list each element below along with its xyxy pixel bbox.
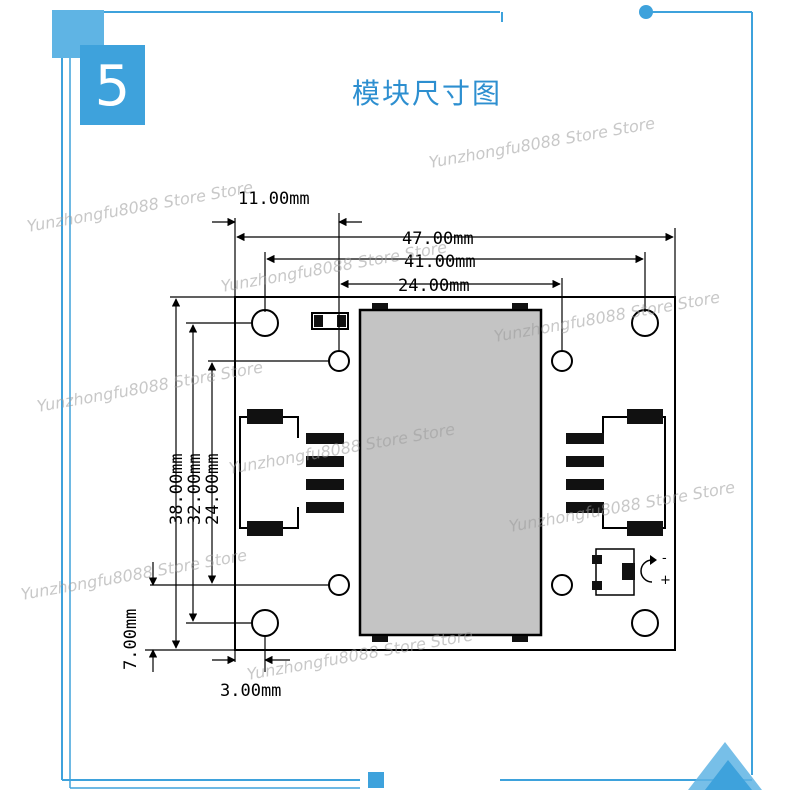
step-number: 5 [94, 54, 131, 119]
left-connector-pin [306, 433, 344, 444]
smd-pad-right [337, 315, 346, 327]
mount-hole-bottom-right [631, 609, 659, 637]
dim-board-width: 47.00mm [402, 229, 474, 249]
watermark: Yunzhongfu8088 Store Store [25, 177, 254, 236]
chip-tab [372, 636, 388, 642]
polarity-minus: - [662, 551, 667, 566]
left-connector-pin [306, 456, 344, 467]
step-badge [80, 45, 145, 125]
left-connector-outline [283, 416, 299, 438]
chip-tab [512, 636, 528, 642]
chip-tab [372, 303, 388, 309]
right-connector-pin [566, 479, 604, 490]
capacitor-body [622, 563, 635, 580]
pin-hole-top-left [328, 350, 350, 372]
left-connector-anchor-pad [247, 409, 283, 424]
watermark: Yunzhongfu8088 Store Store [19, 545, 248, 604]
left-connector-pin [306, 502, 344, 513]
left-connector-pin [306, 479, 344, 490]
dim-hole-span-y-inner: 24.00mm [203, 453, 223, 525]
central-chip [358, 308, 543, 637]
mount-hole-bottom-left [251, 609, 279, 637]
capacitor-pad [592, 581, 602, 590]
dim-edge-offset-x: 3.00mm [220, 681, 281, 701]
page-title: 模块尺寸图 [352, 77, 503, 110]
right-connector-anchor-pad [627, 409, 663, 424]
dim-hole-span-outer: 41.00mm [404, 252, 476, 272]
dim-hole-span-inner: 24.00mm [398, 276, 470, 296]
dim-hole-span-y-outer: 32.00mm [185, 453, 205, 525]
right-connector-pin [566, 433, 604, 444]
right-connector-pin [566, 456, 604, 467]
left-connector-outline [283, 507, 299, 529]
right-connector-outline [602, 507, 627, 529]
right-connector-pin [566, 502, 604, 513]
dim-board-height: 38.00mm [167, 453, 187, 525]
mount-hole-top-left [251, 309, 279, 337]
dim-hole-offset-y: 7.00mm [121, 609, 141, 670]
capacitor-pad [592, 555, 602, 564]
capacitor-polarity-arrow [650, 555, 657, 565]
chip-tab [512, 303, 528, 309]
watermark: Yunzhongfu8088 Store Store [427, 113, 656, 172]
left-connector-anchor-pad [247, 521, 283, 536]
right-connector-outline [602, 416, 627, 438]
dim-hole-offset-x: 11.00mm [238, 189, 310, 209]
pin-hole-bottom-left [328, 574, 350, 596]
smd-pad-left [314, 315, 323, 327]
right-connector-anchor-pad [627, 521, 663, 536]
frame-dot [639, 5, 653, 19]
watermark: Yunzhongfu8088 Store Store [35, 357, 264, 416]
polarity-plus: + [660, 573, 671, 588]
frame-square [368, 772, 384, 788]
corner-triangle-inner [705, 760, 752, 790]
capacitor-polarity-arc [640, 559, 653, 583]
pin-hole-bottom-right [551, 574, 573, 596]
pin-hole-top-right [551, 350, 573, 372]
